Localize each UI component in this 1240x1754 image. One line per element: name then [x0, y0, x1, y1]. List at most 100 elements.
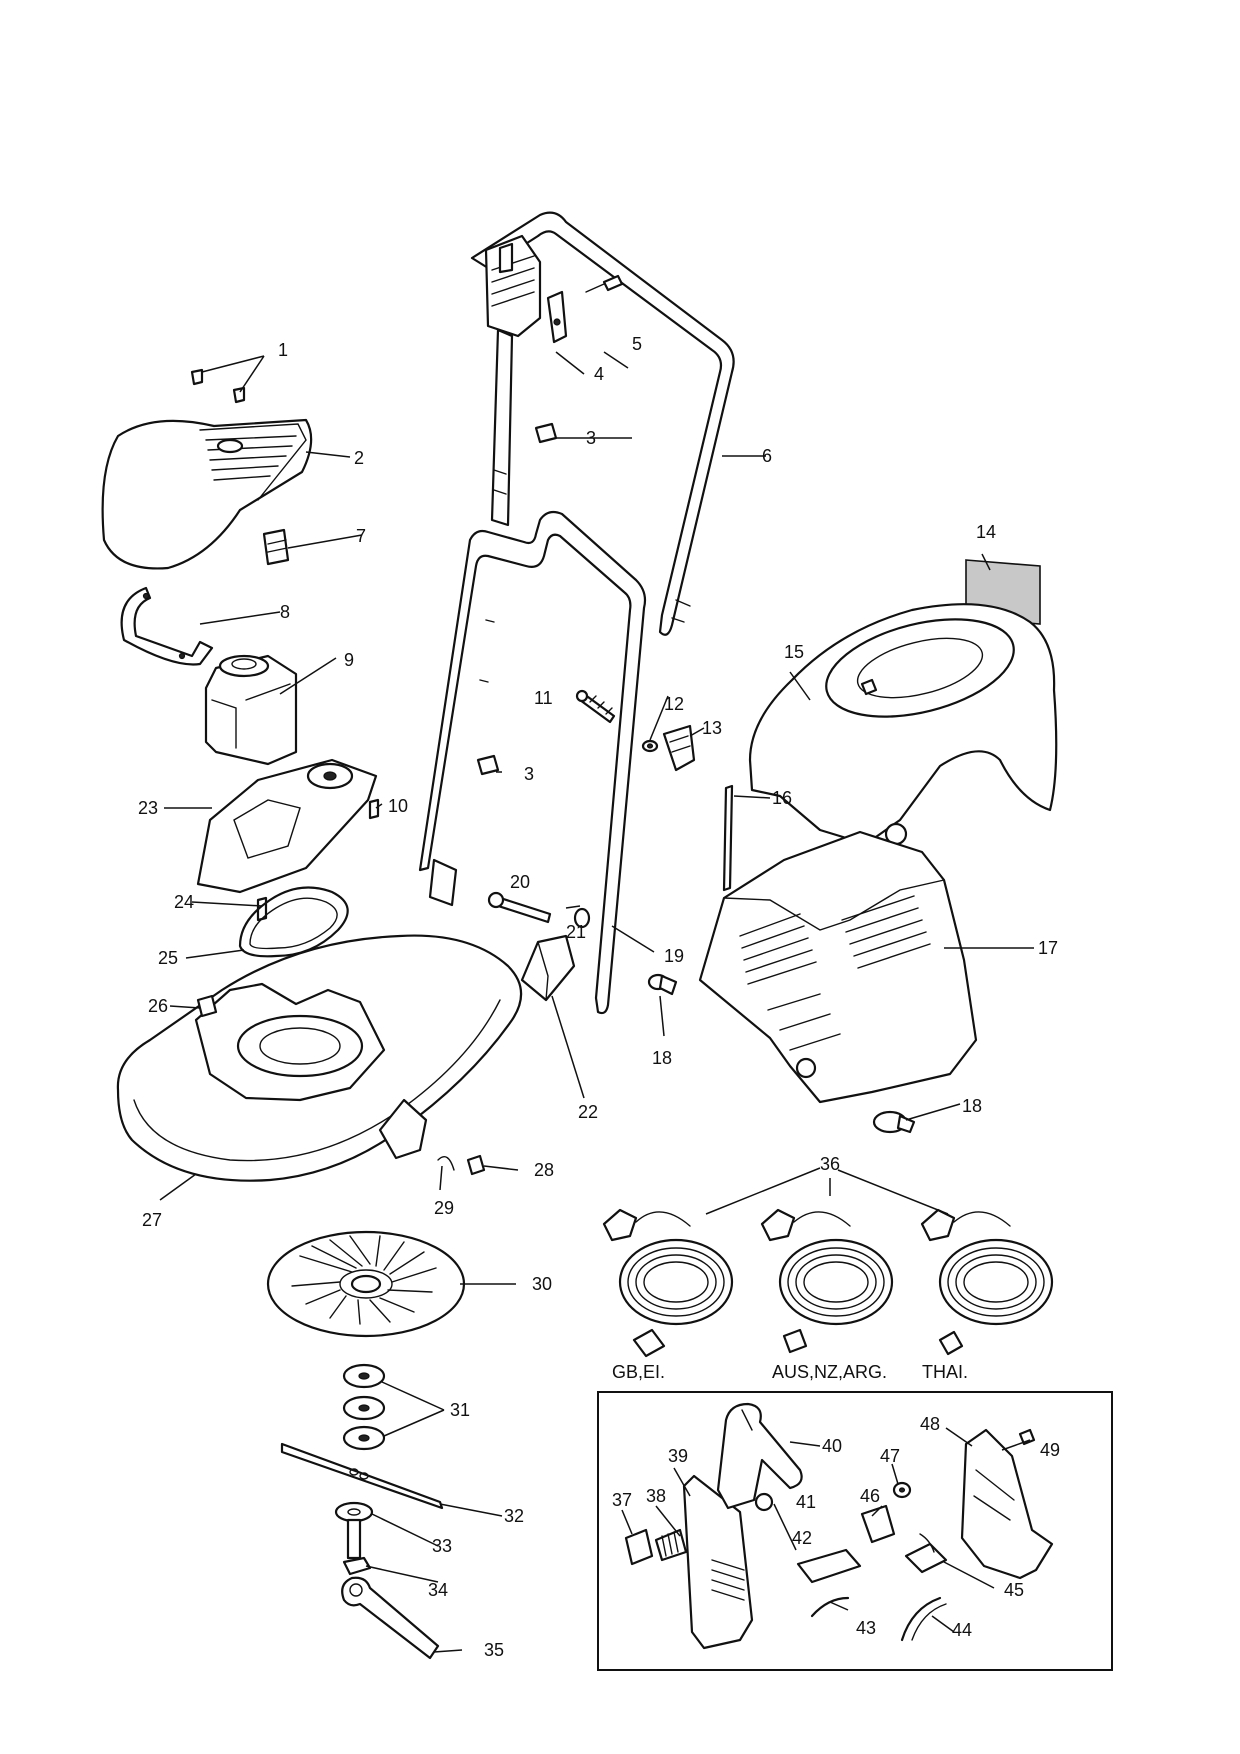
spacer-part-7 [262, 528, 290, 566]
switch-detail-inset-frame [597, 1391, 1113, 1671]
rear-cover-part-15 [748, 603, 1058, 846]
label-22: 22 [578, 1102, 598, 1122]
blade-part-32 [280, 1442, 444, 1510]
caption-thai: THAI. [922, 1362, 968, 1382]
spring-part-41 [754, 1492, 774, 1512]
washer-part-47 [892, 1481, 912, 1499]
handle-bracket-part-22 [520, 934, 576, 1002]
motor-plate-part-23 [196, 758, 378, 894]
screw-part-5 [585, 274, 624, 293]
label-40: 40 [822, 1436, 842, 1456]
label-1: 1 [278, 340, 288, 360]
label-14: 14 [976, 522, 996, 542]
spanner-part-35 [341, 1576, 440, 1660]
pin-part-29 [437, 1156, 455, 1171]
label-28: 28 [534, 1160, 554, 1180]
label-4: 4 [594, 364, 604, 384]
label-19: 19 [664, 946, 684, 966]
rod-part-16 [722, 784, 734, 892]
motor-part-9 [204, 654, 298, 766]
label-26: 26 [148, 996, 168, 1016]
label-21: 21 [566, 922, 586, 942]
nut-part-34 [342, 1556, 372, 1576]
hood-part-27 [116, 934, 523, 1182]
screw-part-1 [190, 368, 246, 404]
label-3-lower: 3 [524, 764, 534, 784]
label-30: 30 [532, 1274, 552, 1294]
label-2: 2 [354, 448, 364, 468]
switch-lever-part-4 [546, 290, 568, 344]
switch-box-part-39 [682, 1474, 754, 1650]
label-15: 15 [784, 642, 804, 662]
fan-part-30 [266, 1230, 466, 1338]
label-43: 43 [856, 1618, 876, 1638]
grass-box-part-17 [698, 830, 978, 1104]
label-35: 35 [484, 1640, 504, 1660]
label-31: 31 [450, 1400, 470, 1420]
label-16: 16 [772, 788, 792, 808]
label-20: 20 [510, 872, 530, 892]
label-11: 11 [534, 688, 553, 708]
label-3-upper: 3 [586, 428, 596, 448]
screw-part-49 [1018, 1428, 1036, 1446]
label-7: 7 [356, 526, 366, 546]
clip-part-26 [196, 994, 218, 1018]
label-33: 33 [432, 1536, 452, 1556]
pin-part-28 [466, 1154, 486, 1176]
label-37: 37 [612, 1490, 632, 1510]
handle-knob-part-13 [662, 724, 696, 772]
lower-handle [418, 510, 647, 1015]
label-46: 46 [860, 1486, 880, 1506]
spacer-part-31 [342, 1363, 386, 1451]
button-part-37 [624, 1528, 654, 1566]
switch-part-45 [904, 1533, 948, 1574]
label-48: 48 [920, 1414, 940, 1434]
label-34: 34 [428, 1580, 448, 1600]
cable-variant-gb [602, 1208, 734, 1358]
cable-variant-thai [920, 1208, 1054, 1356]
label-42: 42 [792, 1528, 812, 1548]
motor-cover-part-2 [101, 418, 313, 570]
label-12: 12 [664, 694, 684, 714]
cable-variant-aus [760, 1208, 894, 1354]
cable-variant-captions: GB,EI. AUS,NZ,ARG. THAI. [612, 1362, 968, 1382]
label-25: 25 [158, 948, 178, 968]
bolt-part-11 [575, 689, 616, 724]
label-32: 32 [504, 1506, 524, 1526]
switch-housing-part-48 [960, 1428, 1054, 1580]
lower-handle-left-rail [490, 328, 514, 527]
label-23: 23 [138, 798, 158, 818]
label-6: 6 [762, 446, 772, 466]
label-38: 38 [646, 1486, 666, 1506]
label-29: 29 [434, 1198, 454, 1218]
knob-part-18-upper [647, 973, 678, 996]
label-41: 41 [796, 1492, 816, 1512]
label-36: 36 [820, 1154, 840, 1174]
handle-switch-housing [484, 234, 542, 338]
part-number-labels: 1 2 3 3 4 5 6 7 8 9 10 11 12 13 14 15 16… [138, 334, 1060, 1660]
label-10: 10 [388, 796, 408, 816]
leader-lines [159, 351, 1034, 1653]
label-45: 45 [1004, 1580, 1024, 1600]
label-24: 24 [174, 892, 194, 912]
washer-part-12 [641, 739, 659, 753]
caption-gb-ei: GB,EI. [612, 1362, 665, 1382]
knob-part-18-lower [872, 1110, 916, 1134]
bolt-washer-part-33 [334, 1501, 374, 1560]
label-17: 17 [1038, 938, 1058, 958]
label-9: 9 [344, 650, 354, 670]
label-18-upper: 18 [652, 1048, 672, 1068]
label-27: 27 [142, 1210, 162, 1230]
cable-clip-part-3-upper [534, 422, 558, 444]
label-44: 44 [952, 1620, 972, 1640]
cable-clip-part-3-lower [476, 754, 500, 776]
label-8: 8 [280, 602, 290, 622]
label-13: 13 [702, 718, 722, 738]
label-39: 39 [668, 1446, 688, 1466]
bracket-part-8 [120, 586, 214, 666]
label-49: 49 [1040, 1440, 1060, 1460]
wire-part-43 [810, 1596, 850, 1618]
connector-part-46 [860, 1504, 896, 1544]
label-47: 47 [880, 1446, 900, 1466]
